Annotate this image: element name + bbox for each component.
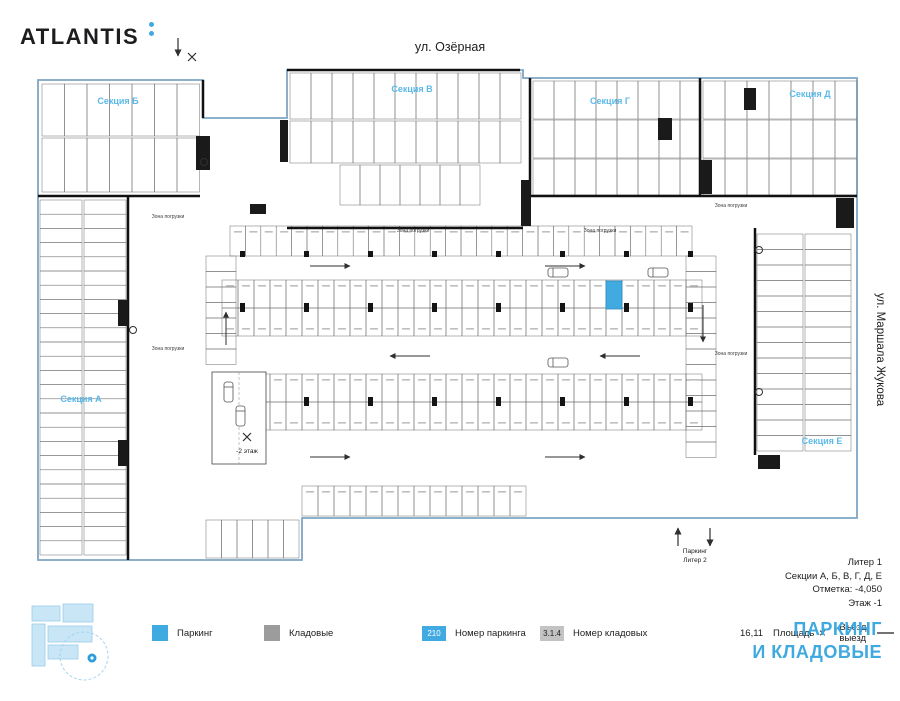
legend-area-label: Площадь [773,627,815,639]
street-label-top: ул. Озёрная [414,40,486,54]
legend-direction: Направление движения [877,622,900,644]
section-a-storage2 [83,199,127,556]
info-floor: Этаж -1 [848,597,882,609]
storage-row-bottom-left [205,519,300,559]
section-label-a: Секция А [60,394,102,404]
stall-bank-upper-b [221,307,703,337]
legend-storage: Кладовые [264,625,422,641]
info-sections: Секции А, Б, В, Г, Д, Е [784,570,882,582]
stall-row-top [229,225,693,257]
entry-exit-symbols [174,38,714,547]
brand-logo-dots-icon [149,22,155,40]
stall-number-marks-6 [306,491,522,493]
loading-zone-label: Зона погрузки [152,214,185,220]
parking-liter2-line2: Литер 2 [683,557,707,564]
brand-logo: ATLANTIS [20,24,140,49]
section-label-g: Секция Г [590,96,630,106]
area-sample: 16,11 [740,627,764,639]
legend-storage-label: Кладовые [289,627,334,639]
legend-parking-number: 210 Номер паркинга [422,625,540,641]
page-title-line1: ПАРКИНГ [793,619,882,639]
lift-exit-symbols [129,158,763,396]
section-v-rooms [289,72,522,120]
storage-swatch-icon [264,625,280,641]
stair-cores [118,88,854,469]
legend: Паркинг Кладовые 210 Номер паркинга 3.1.… [152,619,900,647]
legend-storage-number-label: Номер кладовых [573,627,648,639]
direction-arrows [223,263,706,460]
plan-perimeter [37,69,858,561]
direction-arrow-icon [877,632,894,634]
section-v-rooms2 [289,120,522,164]
section-e-storage2 [804,233,852,452]
stall-row-bottom [301,485,527,517]
interior-walls [38,68,857,560]
section-label-b: Секция Б [97,96,139,106]
info-elevation: Отметка: -4,050 [812,584,882,595]
loading-zone-label: Зона погрузки [715,203,748,209]
stall-col-right [685,255,717,458]
stall-number-marks-1 [234,231,689,233]
floor-minus2-label: -2 этаж [236,448,258,455]
section-label-e: Секция Е [802,436,843,446]
column-grid-1 [240,303,693,312]
section-d-rooms2 [702,119,858,159]
section-label-v: Секция В [391,84,433,94]
loading-zone-label: Зона погрузки [152,346,185,352]
page-title-line2: И КЛАДОВЫЕ [752,642,882,662]
site-minimap [31,603,109,681]
legend-parking-label: Паркинг [177,627,213,639]
page-title: ПАРКИНГ И КЛАДОВЫЕ [752,618,882,664]
street-label-right: ул. Маршала Жукова [874,293,886,407]
section-b-rooms2 [41,137,200,193]
entry-exit-icon: × [818,626,826,640]
column-grid-3 [240,251,693,257]
section-label-d: Секция Д [789,89,831,99]
loading-zone-label: Зона погрузки [584,228,617,234]
legend-storage-number: 3.1.4 Номер кладовых [540,625,740,641]
legend-parking: Паркинг [152,625,264,641]
section-e-storage [756,233,804,452]
parking-swatch-icon [152,625,168,641]
car-icons [223,267,669,427]
stall-number-marks-3 [226,328,698,330]
section-g-rooms [532,80,702,120]
section-v-rooms3 [339,164,481,206]
selected-parking-stall[interactable] [605,280,623,310]
legend-entry-exit-label: Въезд/выезд [839,622,870,644]
loading-zone-label: Зона погрузки [397,228,430,234]
info-liter: Литер 1 [847,557,882,568]
loading-zone-label: Зона погрузки [715,351,748,357]
storage-number-swatch: 3.1.4 [540,625,564,641]
parking-liter2-line1: Паркинг [683,548,708,555]
legend-parking-number-label: Номер паркинга [455,627,526,639]
section-b-rooms [41,83,200,137]
legend-area: 16,11 Площадь [740,628,814,639]
info-block: Литер 1 Секции А, Б, В, Г, Д, Е Отметка:… [785,556,882,610]
stall-col-left [205,255,237,365]
legend-entry-exit: × Въезд/выезд [814,622,877,644]
parking-number-swatch: 210 [422,625,446,641]
section-a-storage [39,199,83,556]
